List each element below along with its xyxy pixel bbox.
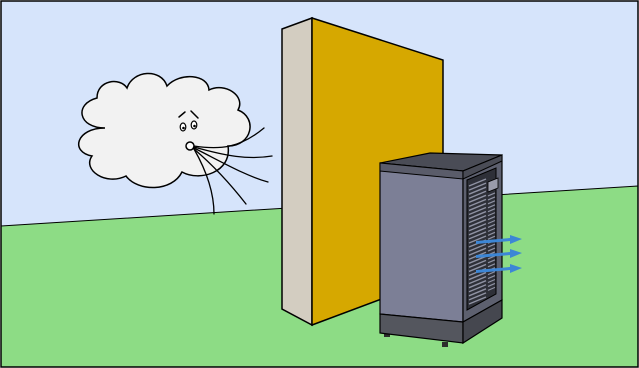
- vent-slat: [468, 231, 487, 240]
- vent-slat: [468, 280, 487, 289]
- vent-slat: [468, 284, 487, 293]
- vent-slat: [487, 275, 496, 280]
- vent-slat: [468, 227, 487, 236]
- vent-slat: [468, 194, 487, 203]
- vent-slat: [468, 271, 487, 281]
- airflow-arrow: [476, 249, 522, 258]
- vent-slat: [487, 271, 496, 276]
- vent-slat: [468, 182, 487, 191]
- vent-slat: [487, 192, 496, 197]
- vent-slat: [487, 235, 496, 240]
- vent-slat: [487, 282, 496, 287]
- cloud-face-icon: [78, 72, 251, 189]
- vent-slat: [468, 288, 487, 297]
- vent-slat: [468, 186, 487, 195]
- vent-slat: [468, 190, 487, 199]
- vent-slat: [487, 227, 496, 232]
- vent-slat: [487, 247, 496, 252]
- wall-side: [281, 16, 313, 327]
- vent-slat: [468, 219, 487, 228]
- wind-lines-icon: [193, 127, 273, 215]
- airflow-arrow: [476, 235, 522, 244]
- airflow-arrow-icon: [476, 235, 522, 273]
- server-vent-slats: [468, 178, 496, 305]
- vent-slat: [468, 243, 487, 252]
- vent-slat: [468, 206, 487, 216]
- vent-slat: [468, 255, 487, 264]
- vent-slat: [468, 263, 487, 273]
- vent-slat: [487, 263, 496, 268]
- vent-slat: [468, 198, 487, 208]
- airflow-arrow: [476, 264, 522, 273]
- server-front: [379, 162, 464, 323]
- vent-slat: [468, 292, 487, 301]
- vent-slat: [468, 296, 487, 305]
- vent-slat: [487, 231, 496, 236]
- vent-slat: [487, 278, 496, 284]
- server-tower-icon: [379, 152, 503, 347]
- vent-slat: [487, 200, 496, 205]
- vent-slat: [468, 247, 487, 256]
- vent-slat: [487, 259, 496, 264]
- vent-slat: [468, 259, 487, 269]
- vent-slat: [487, 286, 496, 291]
- vent-slat: [468, 214, 487, 224]
- vent-slat: [487, 204, 496, 209]
- vent-slat: [468, 223, 487, 232]
- vent-slat: [468, 202, 487, 212]
- vent-slat: [468, 275, 487, 285]
- vent-slat: [487, 196, 496, 201]
- vent-slat: [487, 212, 496, 217]
- vent-slat: [487, 208, 496, 213]
- vent-slat: [487, 223, 496, 228]
- vent-slat: [487, 216, 496, 221]
- vent-slat: [468, 210, 487, 220]
- vent-slat: [487, 243, 496, 248]
- vent-slat: [468, 235, 487, 244]
- vent-slat: [487, 219, 496, 225]
- vent-slat: [468, 178, 487, 187]
